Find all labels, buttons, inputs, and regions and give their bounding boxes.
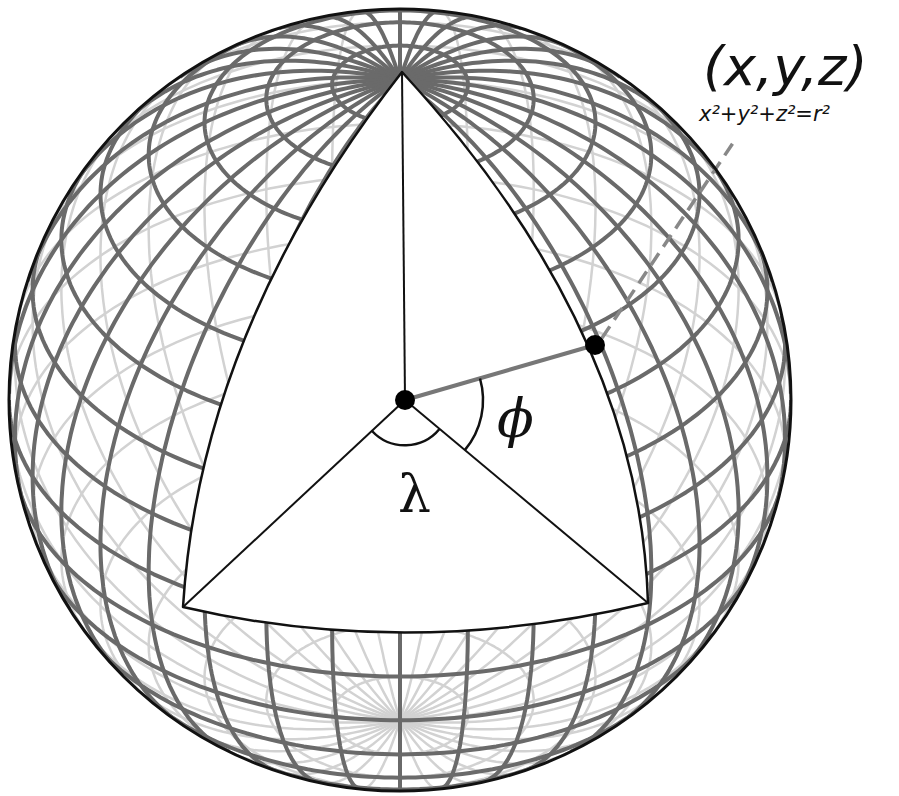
sphere-ground: [9, 9, 791, 791]
sphere-outline: [9, 9, 791, 791]
longitude-arc: [372, 429, 440, 445]
hidden-grid-line: [122, 675, 400, 739]
point-dot: [585, 335, 605, 355]
polar-axis: [402, 72, 405, 400]
center-dot: [395, 390, 415, 410]
hidden-grid-line: [176, 720, 400, 751]
latitude-arc: [465, 379, 483, 451]
latitude-symbol: ϕ: [497, 392, 534, 446]
grid-line: [158, 703, 647, 778]
sphere-equation: x²+y²+z²=r²: [699, 104, 830, 125]
longitude-symbol: λ: [398, 468, 431, 520]
front-grid: [9, 9, 791, 791]
cutaway-wedge: [183, 72, 648, 633]
grid-line: [400, 11, 439, 80]
grid-line: [61, 166, 87, 240]
hidden-grid-line: [400, 675, 678, 739]
equator-radius: [183, 400, 405, 607]
point-coordinates: (x,y,z): [703, 40, 868, 94]
back-grid: [9, 9, 791, 791]
